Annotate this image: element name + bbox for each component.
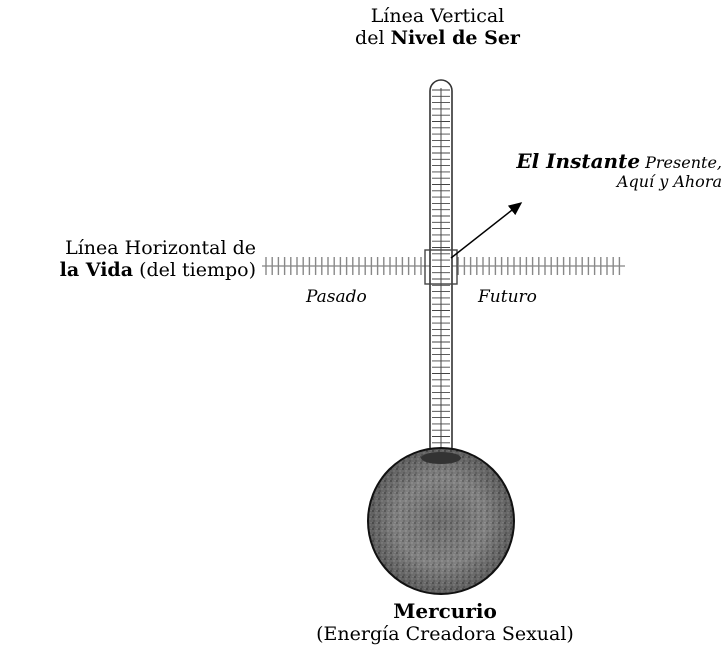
future-label: Futuro — [478, 287, 537, 307]
instant-label-bold: El Instante — [516, 149, 641, 173]
instant-label-rest: Presente, — [645, 153, 722, 172]
mercury-label-subtitle: (Energía Creadora Sexual) — [316, 622, 574, 645]
instant-label-line2: Aquí y Ahora — [616, 172, 722, 191]
vertical-line-label-line2: del Nivel de Ser — [330, 26, 545, 50]
horizontal-life-line — [262, 257, 625, 275]
mercury-label: Mercurio (Energía Creadora Sexual) — [300, 600, 590, 646]
mercury-label-bold: Mercurio — [300, 600, 590, 624]
vertical-line-label-prefix: del — [355, 26, 385, 49]
horizontal-line-label: Línea Horizontal de la Vida (del tiempo) — [4, 237, 256, 282]
vertical-being-line — [429, 79, 453, 459]
horizontal-line-label-line1: Línea Horizontal de — [65, 237, 256, 259]
mercury-sphere — [367, 447, 515, 595]
horizontal-line-label-rest: (del tiempo) — [139, 258, 256, 281]
horizontal-line-label-line2: la Vida (del tiempo) — [4, 258, 256, 282]
horizontal-line-label-bold: la Vida — [59, 258, 134, 281]
instant-box — [424, 249, 458, 285]
vertical-line-label-line1: Línea Vertical — [370, 5, 505, 27]
vertical-line-label: Línea Vertical del Nivel de Ser — [330, 5, 545, 50]
instant-arrow — [450, 202, 523, 259]
past-label: Pasado — [306, 287, 367, 307]
instant-label: El Instante Presente, Aquí y Ahora — [470, 150, 722, 191]
vertical-line-label-bold: Nivel de Ser — [390, 26, 520, 49]
mercury-label-name: Mercurio — [393, 599, 497, 623]
instant-label-line1: El Instante Presente, — [470, 150, 722, 173]
